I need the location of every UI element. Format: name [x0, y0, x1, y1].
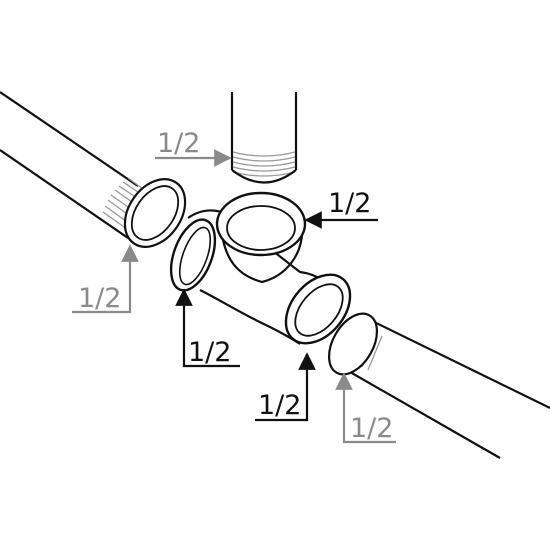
top-pipe [230, 92, 298, 184]
label-right-pipe: 1/2 [350, 413, 393, 444]
label-tee-top: 1/2 [328, 188, 371, 219]
left-pipe [0, 91, 187, 248]
callout-tee-right: 1/2 [255, 352, 316, 422]
tee-fitting [169, 191, 352, 345]
label-left-pipe: 1/2 [78, 283, 121, 314]
right-pipe [327, 312, 550, 459]
callout-left-pipe: 1/2 [72, 244, 139, 314]
label-tee-left: 1/2 [188, 337, 231, 368]
callout-top-pipe: 1/2 [155, 128, 232, 167]
callout-tee-left: 1/2 [175, 288, 240, 368]
callout-tee-top: 1/2 [304, 188, 378, 229]
label-tee-right: 1/2 [258, 390, 301, 421]
callout-right-pipe: 1/2 [335, 372, 396, 444]
label-top-pipe: 1/2 [157, 128, 200, 159]
